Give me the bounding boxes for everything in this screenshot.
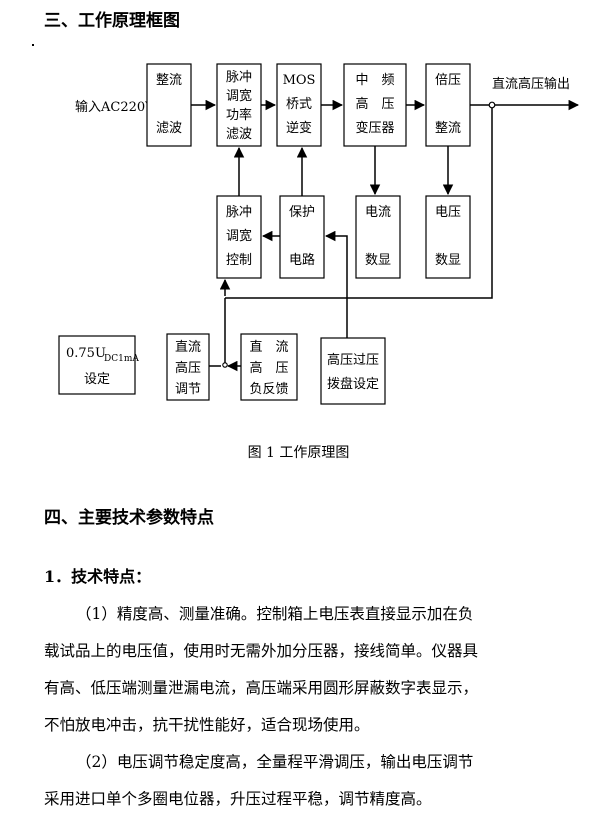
box-dc-hv-adjust: 直流 高压 调节 [166,333,210,401]
box-line: 电流 [365,205,391,220]
box-line: 变压器 [355,120,394,136]
paragraph-line: 采用进口单个多圈电位器，升压过程平稳，调节精度高。 [44,790,432,808]
box-line: 0.75U [66,346,106,361]
box-rectify-filter: 整流 滤波 [146,63,192,147]
box-voltage-doubler-rectifier: 倍压 整流 [425,63,471,147]
box-line: 保护 [289,205,315,220]
paragraph-1: （1）精度高、测量准确。控制箱上电压表直接显示加在负 载试品上的电压值，使用时无… [44,596,554,744]
paragraph-line: （2）电压调节稳定度高，全量程平滑调压，输出电压调节 [76,753,474,771]
box-line: 调节 [175,382,201,397]
stray-dot [32,44,34,46]
box-line: 数显 [365,253,391,268]
box-line: 直流 [175,340,201,355]
box-pwm-control: 脉冲 调宽 控制 [216,195,262,279]
box-line: 直 流 [249,340,288,355]
box-line: 高压过压 [327,352,379,368]
box-line: 高 压 [355,96,394,112]
paragraph-line: 不怕放电冲击，抗干扰性能好，适合现场使用。 [44,716,370,734]
paragraph-2: （2）电压调节稳定度高，全量程平滑调压，输出电压调节 采用进口单个多圈电位器，升… [44,744,554,818]
subsection-title: 1．技术特点： [44,567,152,586]
box-line: 脉冲 [226,205,252,220]
box-line: 中 频 [355,73,394,88]
box-protection-circuit: 保护 电路 [279,195,325,279]
section-4-title: 四、主要技术参数特点 [44,508,214,528]
box-line: 逆变 [286,120,312,136]
box-075u-setting: 0.75U DC1mA 设定 [58,335,139,395]
box-line: 控制 [226,253,252,268]
box-hv-overvoltage-dial-setting: 高压过压 拨盘设定 [320,337,386,405]
box-line: 负反馈 [249,382,288,397]
box-pwm-power-filter: 脉冲 调宽 功率 滤波 [216,63,262,147]
input-label: 输入AC220V [75,99,155,115]
box-line: 滤波 [226,127,252,142]
section-3-title: 三、工作原理框图 [44,11,180,31]
output-label: 直流高压输出 [492,76,570,92]
box-line: 桥式 [286,97,312,112]
box-line: 脉冲 [226,70,252,85]
box-line: 滤波 [156,121,182,136]
box-line: 电压 [435,205,461,220]
box-line: 调宽 [226,88,252,104]
box-line: 调宽 [226,228,252,244]
box-dc-hv-negative-feedback: 直 流 高 压 负反馈 [240,333,298,401]
paragraph-line: 有高、低压端测量泄漏电流，高压端采用圆形屏蔽数字表显示， [44,679,479,697]
box-line: 高 压 [249,360,288,376]
box-mid-frequency-transformer: 中 频 高 压 变压器 [343,63,407,147]
connection-lines [191,99,580,372]
box-current-display: 电流 数显 [355,195,401,279]
box-line-subscript: DC1mA [104,354,139,364]
box-line: 高压 [175,360,201,376]
box-line: 整流 [156,73,182,88]
box-line: 设定 [84,372,110,387]
box-line: 倍压 [435,73,461,88]
box-line: 整流 [435,121,461,136]
box-line: 电路 [289,252,315,268]
box-voltage-display: 电压 数显 [425,195,471,279]
box-line: 数显 [435,253,461,268]
figure-caption: 图 1 工作原理图 [247,445,350,461]
box-line: MOS [283,73,316,88]
paragraph-line: （1）精度高、测量准确。控制箱上电压表直接显示加在负 [76,605,474,623]
working-principle-diagram: 输入AC220V 整流 滤波 脉冲 调宽 功率 滤波 MOS 桥式 逆变 中 频… [58,63,580,405]
paragraph-line: 载试品上的电压值，使用时无需外加分压器，接线简单。仪器具 [44,642,479,660]
box-mos-inverter: MOS 桥式 逆变 [276,63,322,147]
box-line: 功率 [226,107,252,123]
box-line: 拨盘设定 [327,376,379,392]
